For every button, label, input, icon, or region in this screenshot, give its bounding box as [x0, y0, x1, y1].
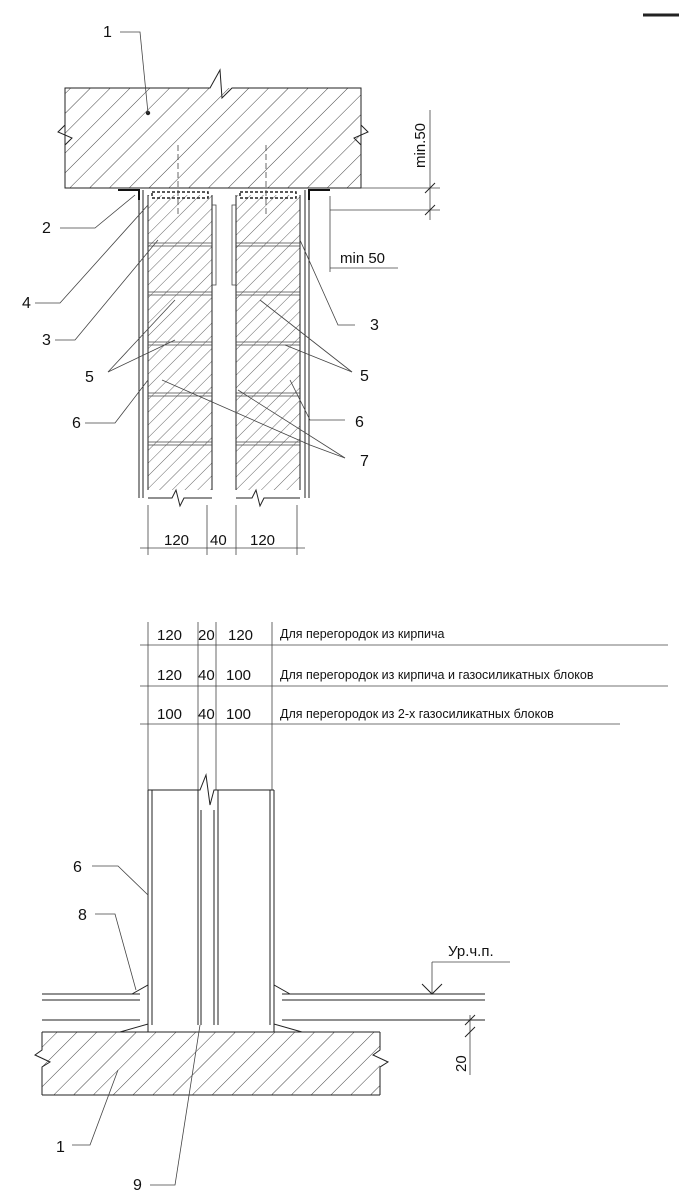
label-3-right: 3: [370, 317, 379, 334]
row3-c: 100: [226, 706, 251, 723]
dim-min50-vertical-text: min.50: [412, 123, 429, 168]
level-mark: [421, 961, 510, 995]
label-5-right: 5: [360, 368, 369, 385]
row3-a: 100: [157, 706, 182, 723]
row1-note: Для перегородок из кирпича: [280, 627, 445, 641]
row3-note: Для перегородок из 2-х газосиликатных бл…: [280, 707, 554, 721]
label-6-left: 6: [72, 415, 81, 432]
label-6-bottom: 6: [73, 859, 82, 876]
row2-note: Для перегородок из кирпича и газосиликат…: [280, 668, 594, 682]
bottom-section: 120 20 120 Для перегородок из кирпича 12…: [34, 622, 668, 1194]
row2-b: 40: [198, 667, 215, 684]
dim-bottom-top: [140, 505, 305, 555]
label-8: 8: [78, 907, 87, 924]
left-block-column: [138, 190, 217, 498]
label-3-left: 3: [42, 332, 51, 349]
floor-finish: [42, 984, 485, 1033]
label-4: 4: [22, 295, 31, 312]
dim-min50-horizontal: [329, 196, 398, 272]
right-block-column: [231, 190, 310, 498]
dim-bottom-120-a: 120: [164, 532, 189, 549]
label-9: 9: [133, 1177, 142, 1194]
row2-c: 100: [226, 667, 251, 684]
floor-slab: [34, 1031, 390, 1096]
dim-bottom-40: 40: [210, 532, 227, 549]
label-5-left: 5: [85, 369, 94, 386]
label-1-top: 1: [103, 24, 112, 41]
row2-a: 120: [157, 667, 182, 684]
dim-min50-horizontal-text: min 50: [340, 250, 385, 267]
label-2: 2: [42, 220, 51, 237]
leader-lines-top: [35, 31, 355, 459]
dim-20: [464, 1014, 476, 1075]
top-fastening: [118, 145, 330, 215]
dim-bottom-120-b: 120: [250, 532, 275, 549]
top-section: min.50 min 50 120 40 120: [22, 24, 440, 555]
row1-b: 20: [198, 627, 215, 644]
level-mark-text: Ур.ч.п.: [448, 943, 494, 960]
row1-a: 120: [157, 627, 182, 644]
dimension-table-lines: [140, 622, 668, 790]
leader-lines-bottom: [72, 865, 201, 1186]
dim-min50-vertical: [330, 110, 440, 220]
dim-20-text: 20: [453, 1055, 470, 1072]
ceiling-slab: [57, 68, 369, 189]
partition-walls-section: [147, 773, 275, 1025]
row3-b: 40: [198, 706, 215, 723]
label-6-right: 6: [355, 414, 364, 431]
label-1-bottom: 1: [56, 1139, 65, 1156]
label-7: 7: [360, 453, 369, 470]
row1-c: 120: [228, 627, 253, 644]
